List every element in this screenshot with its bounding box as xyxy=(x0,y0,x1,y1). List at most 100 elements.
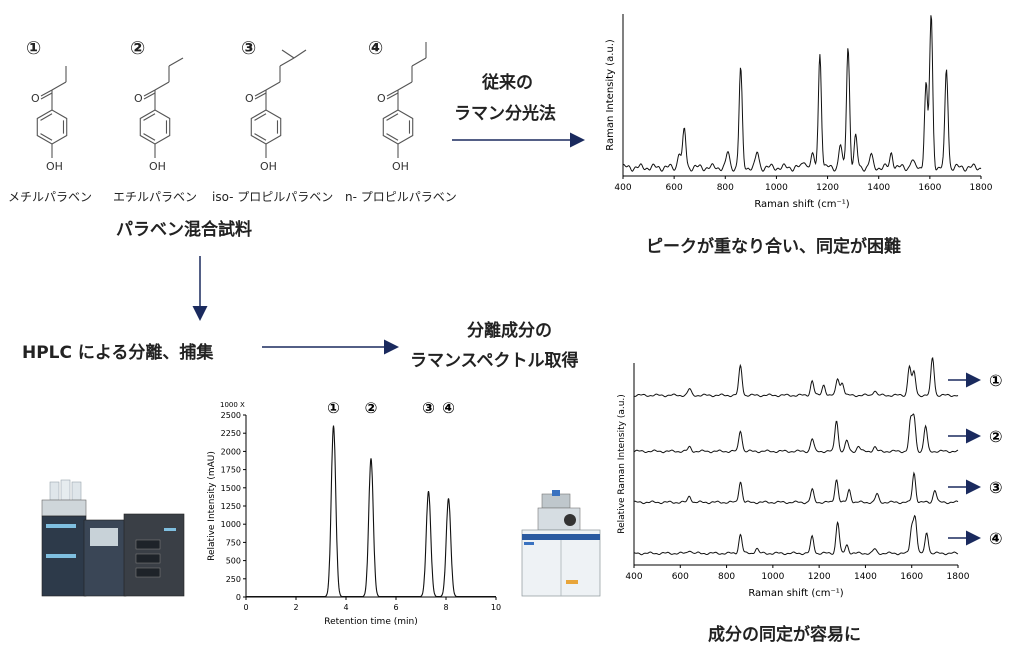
component-spectra-line1: 分離成分の xyxy=(467,321,552,341)
peak-label-2: ② xyxy=(365,399,378,417)
component-spectrum-1 xyxy=(633,356,959,398)
x-axis-label: Retention time (min) xyxy=(324,617,417,627)
compound-number-3: ③ xyxy=(241,38,257,59)
series-label-3: ③ xyxy=(989,478,1003,497)
co-double-2 xyxy=(254,92,267,100)
x-tick-label: 1800 xyxy=(970,183,993,193)
y-multiplier-label: 1000 X xyxy=(220,401,245,409)
ring-double-bond xyxy=(143,113,156,121)
hydroxyl-label: OH xyxy=(260,160,277,173)
y-tick-label: 2500 xyxy=(221,411,241,420)
series-label-4: ④ xyxy=(989,529,1003,548)
compound-name-2: エチルパラベン xyxy=(113,190,198,204)
conventional-line2: ラマン分光法 xyxy=(454,104,556,124)
y-axis-label: Raman Intensity (a.u.) xyxy=(605,39,616,151)
hydroxyl-label: OH xyxy=(46,160,63,173)
x-tick-label: 400 xyxy=(614,183,631,193)
ring-double-bond xyxy=(386,113,399,121)
ring-double-bond xyxy=(143,133,156,141)
x-tick-label: 1800 xyxy=(947,572,970,582)
component-spectra-line2: ラマンスペクトル取得 xyxy=(410,351,579,371)
component-spectrum-3 xyxy=(633,471,959,505)
x-tick-label: 4 xyxy=(343,603,348,612)
chain-bond xyxy=(154,81,170,91)
ring-double-bond xyxy=(386,133,399,141)
chromatogram-line xyxy=(246,425,496,598)
y-tick-label: 0 xyxy=(236,593,241,602)
x-axis-label: Raman shift (cm⁻¹) xyxy=(748,588,843,599)
x-tick-label: 1200 xyxy=(808,572,831,582)
compound-name-4: n- プロピルパラベン xyxy=(345,190,457,204)
x-tick-label: 1400 xyxy=(867,183,890,193)
x-tick-label: 600 xyxy=(672,572,689,582)
oxygen-label: O xyxy=(31,92,40,105)
hplc-label: HPLC による分離、捕集 xyxy=(22,343,214,363)
co-double-1 xyxy=(254,89,267,97)
hplc-instrument-illustration xyxy=(41,479,185,597)
x-tick-label: 0 xyxy=(243,603,248,612)
molecule-2: OH O xyxy=(134,57,184,173)
conventional-result: ピークが重なり合い、同定が困難 xyxy=(646,237,901,257)
y-tick-label: 1000 xyxy=(221,520,241,529)
x-tick-label: 400 xyxy=(625,572,642,582)
x-tick-label: 800 xyxy=(717,183,734,193)
component-spectrum-4 xyxy=(633,514,959,556)
x-tick-label: 800 xyxy=(718,572,735,582)
mix-label: パラベン混合試料 xyxy=(116,220,252,240)
peak-label-1: ① xyxy=(327,399,340,417)
compound-name-3: iso- プロピルパラベン xyxy=(212,190,334,204)
x-tick-label: 8 xyxy=(443,603,448,612)
compound-number-1: ① xyxy=(26,38,42,59)
y-tick-label: 500 xyxy=(226,557,241,566)
x-tick-label: 1200 xyxy=(816,183,839,193)
y-axis-label: Relative Raman Intensity (a.u.) xyxy=(617,394,627,534)
y-tick-label: 1500 xyxy=(221,484,241,493)
co-double-1 xyxy=(143,89,156,97)
co-double-2 xyxy=(386,92,399,100)
x-tick-label: 1400 xyxy=(854,572,877,582)
co-double-1 xyxy=(40,89,53,97)
component-spectrum-2 xyxy=(633,413,959,454)
y-tick-label: 2250 xyxy=(221,429,241,438)
hydroxyl-label: OH xyxy=(149,160,166,173)
molecule-3: OHO xyxy=(245,49,307,173)
peak-label-4: ④ xyxy=(442,399,455,417)
chain-bond xyxy=(411,57,427,67)
x-axis-label: Raman shift (cm⁻¹) xyxy=(754,199,849,210)
y-tick-label: 1750 xyxy=(221,466,241,475)
oxygen-label: O xyxy=(377,92,386,105)
ring-double-bond xyxy=(40,133,53,141)
y-tick-label: 750 xyxy=(226,538,241,547)
co-double-1 xyxy=(386,89,399,97)
x-tick-label: 2 xyxy=(293,603,298,612)
raman-instrument-illustration xyxy=(521,490,601,597)
branch-bond xyxy=(281,49,295,59)
compound-number-4: ④ xyxy=(368,38,384,59)
x-tick-label: 6 xyxy=(393,603,398,612)
y-axis-label: Relative Intensity (mAU) xyxy=(207,451,217,561)
molecule-4: OHO xyxy=(377,42,427,173)
peak-label-3: ③ xyxy=(422,399,435,417)
final-result: 成分の同定が容易に xyxy=(708,625,861,645)
x-tick-label: 1000 xyxy=(761,572,784,582)
x-tick-label: 600 xyxy=(666,183,683,193)
compound-number-2: ② xyxy=(130,38,146,59)
molecule-1: OH O xyxy=(31,66,68,173)
chain-bond xyxy=(279,57,295,67)
ring-double-bond xyxy=(254,133,267,141)
oxygen-label: O xyxy=(134,92,143,105)
compound-name-1: メチルパラベン xyxy=(8,190,93,204)
branch-bond xyxy=(293,49,307,59)
y-tick-label: 1250 xyxy=(221,502,241,511)
chain-bond xyxy=(397,81,413,91)
spectrum-line xyxy=(622,15,982,172)
chain-bond xyxy=(51,81,67,91)
co-double-2 xyxy=(143,92,156,100)
chain-bond xyxy=(168,57,184,67)
x-tick-label: 10 xyxy=(491,603,501,612)
